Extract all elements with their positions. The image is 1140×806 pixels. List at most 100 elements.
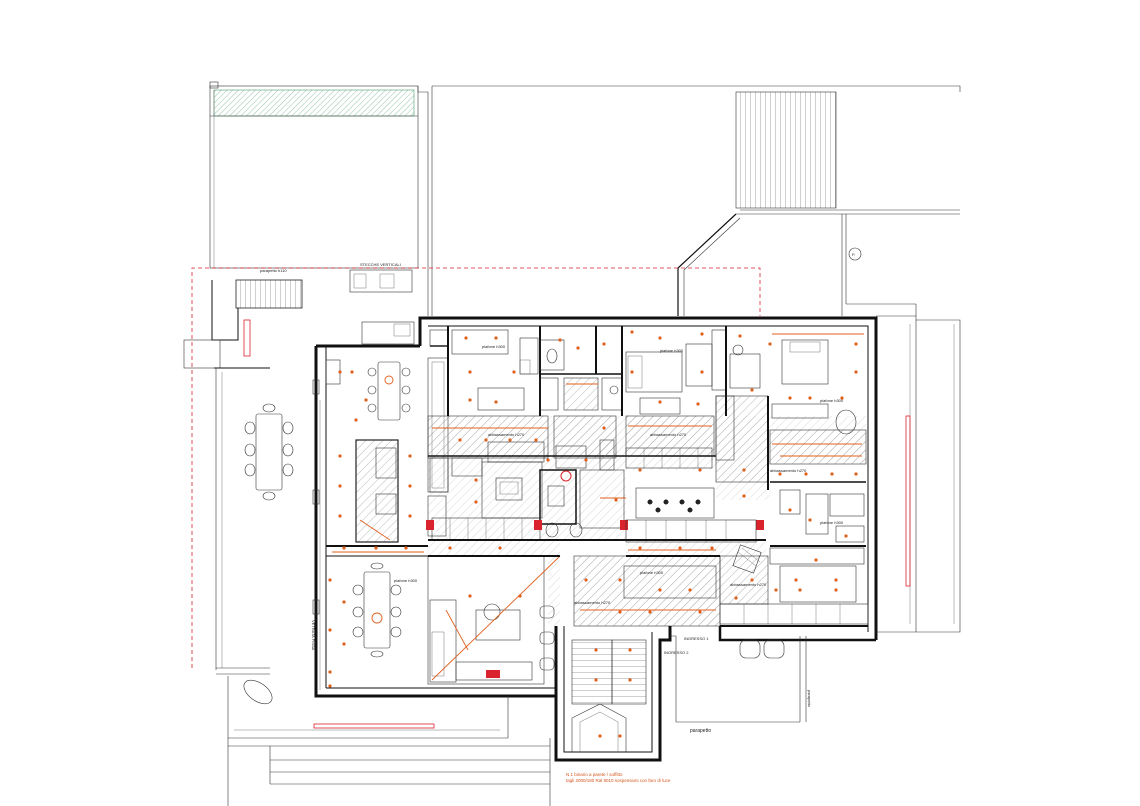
light-point <box>700 370 704 374</box>
light-point <box>630 330 634 334</box>
light-point <box>854 342 858 346</box>
light-point <box>808 518 812 522</box>
light-point <box>468 370 472 374</box>
central-services <box>426 439 764 557</box>
light-point <box>834 578 838 582</box>
light-point <box>404 546 408 550</box>
side-parapet-label: parapetto <box>807 690 812 708</box>
light-point <box>778 472 782 476</box>
light-point <box>804 472 808 476</box>
light-point <box>584 578 588 582</box>
left-stair <box>183 279 303 369</box>
light-point <box>354 418 358 422</box>
left-glazing <box>312 379 321 690</box>
lowered-ceiling-2: abbassamento h270 <box>650 432 687 437</box>
right-lower-rooms <box>715 395 869 627</box>
lowered-ceiling-1: abbassamento h270 <box>488 432 525 437</box>
light-point <box>768 342 772 346</box>
light-point <box>844 534 848 538</box>
room-labels: plafone h300 plafone h300 plafone h300 p… <box>311 344 844 651</box>
light-point <box>602 342 606 346</box>
light-point <box>534 438 538 442</box>
building-walls <box>314 315 961 698</box>
light-point <box>328 670 332 674</box>
terrace-decking: P. <box>735 91 862 261</box>
lighting-lines <box>332 333 864 611</box>
property-boundary: parapetto h110 <box>191 267 761 668</box>
light-point <box>696 402 700 406</box>
light-point <box>700 332 704 336</box>
central-right-area <box>623 447 766 599</box>
parapet-label: parapetto h110 <box>260 268 287 273</box>
note-spec: tagli 2000/180 Ral 9010 sospensioni con … <box>566 778 671 783</box>
light-point <box>614 498 618 502</box>
light-point <box>364 398 368 402</box>
central-corridor <box>427 395 867 627</box>
light-point <box>468 594 472 598</box>
light-point <box>742 494 746 498</box>
light-point <box>518 594 522 598</box>
light-point <box>576 346 580 350</box>
light-point <box>350 370 354 374</box>
note-rail: N.1 binario a parete / soffitto <box>566 772 623 777</box>
light-point <box>512 370 516 374</box>
light-point <box>698 468 702 472</box>
lowered-ceiling-5: abbassamento h270 <box>730 582 767 587</box>
light-point <box>458 438 462 442</box>
light-point <box>794 578 798 582</box>
ceiling-label-master: plafone h300 <box>820 398 844 403</box>
ceiling-label-bedroom: plafone h300 <box>660 348 684 353</box>
light-point <box>734 596 738 600</box>
entrance-terrace: parapetto INGRESSO 1 INGRESSO 2 parapett… <box>664 635 812 734</box>
light-point <box>618 734 622 738</box>
light-point <box>508 438 512 442</box>
light-point <box>808 396 812 400</box>
ceiling-label-center: plafone h300 <box>640 570 664 575</box>
bottom-parapet-label: parapetto <box>690 728 711 734</box>
light-point <box>328 578 332 582</box>
light-point <box>342 546 346 550</box>
light-point <box>840 396 844 400</box>
light-point <box>788 396 792 400</box>
light-point <box>408 454 412 458</box>
light-point <box>678 546 682 550</box>
light-point <box>408 484 412 488</box>
light-point <box>408 514 412 518</box>
lowered-ceiling-3: abbassamento h270 <box>770 468 807 473</box>
ceiling-label-bath-right: plafone h300 <box>820 520 844 525</box>
light-point <box>494 336 498 340</box>
light-point <box>498 546 502 550</box>
light-point <box>328 628 332 632</box>
light-point <box>342 600 346 604</box>
light-point <box>474 478 478 482</box>
light-point <box>338 514 342 518</box>
light-point <box>688 588 692 592</box>
light-point <box>338 370 342 374</box>
light-point <box>558 338 562 342</box>
light-point <box>658 336 662 340</box>
light-point <box>742 468 746 472</box>
main-stair-core: N.1 binario a parete / soffitto tagli 20… <box>554 626 672 783</box>
living-dining-area <box>325 357 561 685</box>
light-point <box>698 610 702 614</box>
light-point <box>638 546 642 550</box>
light-point <box>546 458 550 462</box>
light-point <box>830 472 834 476</box>
upper-rooms <box>429 326 857 435</box>
upper-terrace <box>209 81 419 269</box>
light-point <box>658 400 662 404</box>
light-point <box>628 678 632 682</box>
lowered-ceiling-4: abbassamento h270 <box>574 600 611 605</box>
light-point <box>854 370 858 374</box>
light-point <box>494 400 498 404</box>
light-point <box>448 546 452 550</box>
light-point <box>798 588 802 592</box>
light-point <box>374 546 378 550</box>
light-point <box>630 370 634 374</box>
light-point <box>710 546 714 550</box>
light-point <box>328 684 332 688</box>
outer-terrace-outline <box>417 85 961 316</box>
light-point <box>788 508 792 512</box>
light-point <box>658 588 662 592</box>
